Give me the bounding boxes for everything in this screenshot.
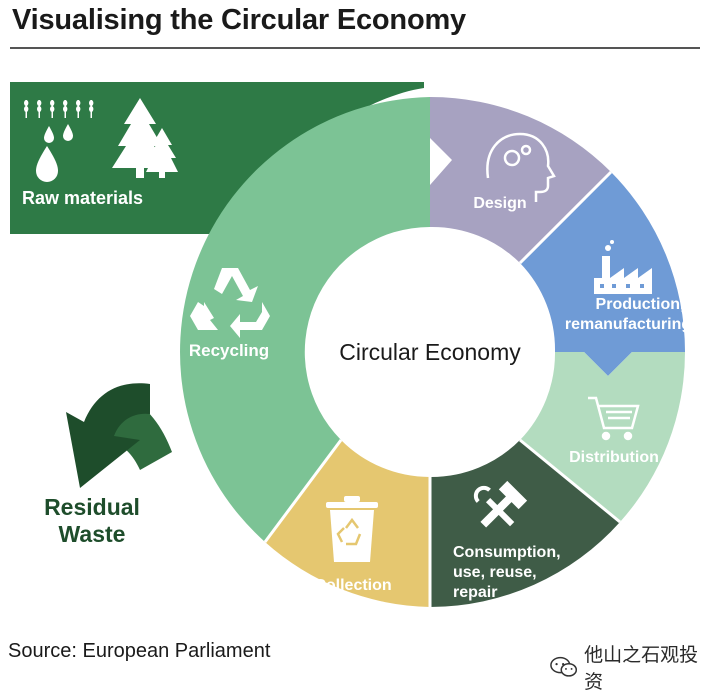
water-drops-icon bbox=[36, 124, 73, 182]
source-caption: Source: European Parliament bbox=[8, 640, 271, 662]
collection-label: Collection bbox=[314, 577, 391, 594]
consumption-label-line3: repair bbox=[453, 584, 497, 601]
segment-separators bbox=[263, 170, 621, 607]
page-title: Visualising the Circular Economy bbox=[12, 4, 466, 36]
factory-icon bbox=[594, 240, 652, 294]
segment-consumption bbox=[430, 440, 620, 607]
trees-icon bbox=[112, 98, 178, 178]
circular-economy-diagram: Raw materials Circular Economy Design bbox=[10, 82, 691, 607]
recycling-label: Recycling bbox=[189, 341, 269, 360]
wheat-icon bbox=[24, 100, 94, 118]
shopping-cart-icon bbox=[588, 396, 640, 441]
donut-center bbox=[307, 229, 553, 475]
design-label: Design bbox=[473, 195, 526, 212]
recycle-bin-icon bbox=[326, 496, 378, 562]
title-divider bbox=[10, 47, 700, 49]
raw-materials-label: Raw materials bbox=[22, 188, 143, 208]
residual-waste-arrow bbox=[66, 383, 172, 488]
consumption-label-line2: use, reuse, bbox=[453, 564, 537, 581]
wechat-icon bbox=[550, 656, 578, 677]
segment-design bbox=[430, 96, 611, 263]
production-label-line1: Production, bbox=[596, 296, 685, 313]
raw-materials-block: Raw materials bbox=[10, 82, 424, 234]
watermark-text: 他山之石观投资 bbox=[584, 645, 699, 693]
segment-recycling bbox=[180, 97, 430, 542]
watermark: 他山之石观投资 bbox=[550, 640, 709, 694]
center-label: Circular Economy bbox=[339, 339, 521, 365]
head-gears-icon bbox=[486, 132, 556, 202]
raw-materials-banner bbox=[10, 82, 424, 234]
residual-waste-label-line2: Waste bbox=[59, 521, 126, 547]
production-label-line2: remanufacturing bbox=[565, 316, 691, 333]
residual-waste-label-line1: Residual bbox=[44, 494, 140, 520]
recycle-icon bbox=[190, 268, 270, 338]
distribution-label: Distribution bbox=[569, 449, 659, 466]
tools-icon bbox=[473, 480, 528, 528]
consumption-label-line1: Consumption, bbox=[453, 544, 561, 561]
